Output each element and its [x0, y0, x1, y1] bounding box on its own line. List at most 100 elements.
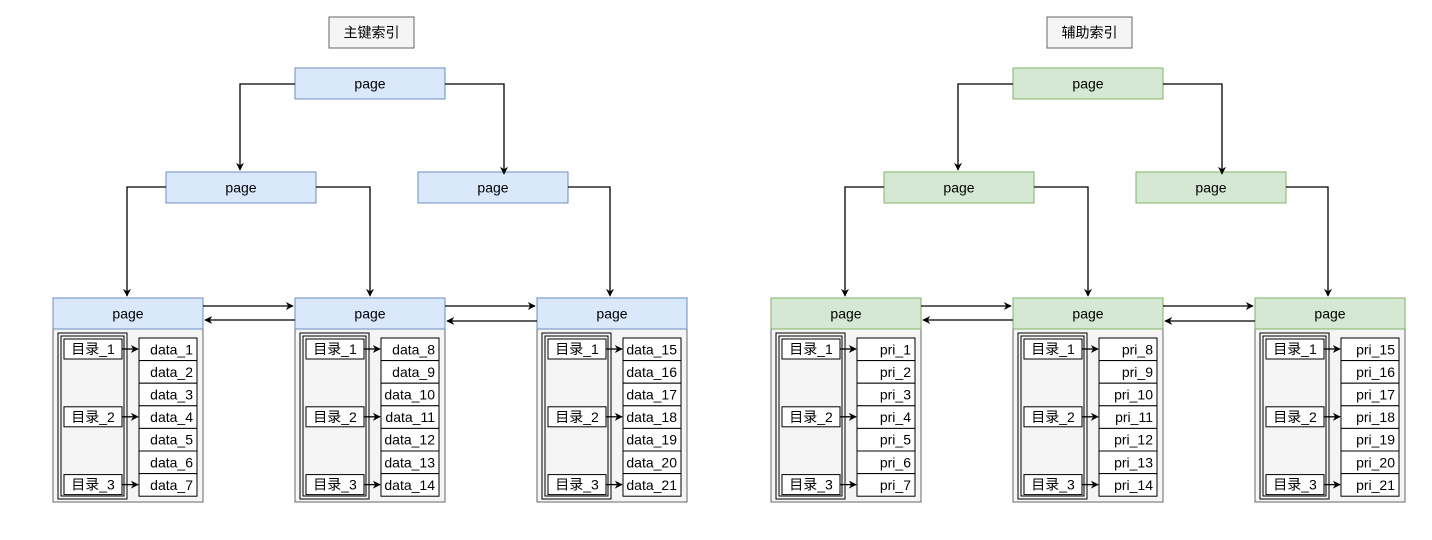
secondary-leaf-header-label-1: page: [830, 306, 861, 322]
secondary-mid-page-label-1: page: [943, 180, 974, 196]
primary-root-page: [294, 67, 446, 100]
secondary-root-page-label: page: [1072, 76, 1103, 92]
primary-leaf-3-cell: [622, 473, 682, 497]
secondary-leaf-2-dir-label: 目录_2: [1031, 409, 1075, 425]
primary-leaf-2-dir-label: 目录_1: [313, 341, 357, 357]
secondary-leaf-2-cell-text: pri_9: [1122, 364, 1153, 380]
secondary-leaf-header-3: [1254, 297, 1406, 330]
primary-root-page-label: page: [354, 76, 385, 92]
primary-title: 主键索引: [344, 25, 400, 41]
secondary-leaf-2-cell-text: pri_13: [1114, 454, 1153, 470]
primary-leaf-page-2: pagedata_8data_9data_10data_11data_12dat…: [294, 297, 446, 503]
primary-leaf-3-dir-label: 目录_3: [555, 477, 599, 493]
secondary-dir-frame-outer-3: [1259, 332, 1330, 500]
primary-leaf-1-cell-text: data_5: [150, 432, 193, 448]
secondary-leaf-2-cell-text: pri_12: [1114, 432, 1153, 448]
secondary-leaf-3-cell-text: pri_18: [1356, 409, 1395, 425]
primary-arrow-mid2-to-leaf3: [568, 186, 614, 297]
primary-leaf-3-dir-label: 目录_1: [555, 341, 599, 357]
primary-leaf-2-cell-text: data_11: [385, 409, 435, 425]
primary-leaf-3-cell-text: data_19: [626, 432, 677, 448]
secondary-leaf-3-cell-text: pri_15: [1356, 341, 1395, 357]
primary-leaf-3-cell-text: data_16: [626, 364, 677, 380]
secondary-arrow-mid1-to-leaf1: [841, 186, 884, 297]
primary-leaf-1-cell-text: data_6: [150, 454, 193, 470]
primary-leaf-3-cell-text: data_21: [626, 477, 677, 493]
primary-leaf-2-dir-label: 目录_2: [313, 409, 357, 425]
secondary-leaf-3-cell-text: pri_17: [1356, 387, 1395, 403]
primary-dir-frame-outer-3: [541, 332, 612, 500]
primary-arrow-mid1-to-leaf2: [316, 186, 374, 297]
primary-dir-frame-inner-2: [302, 335, 367, 497]
secondary-leaf-3-dir-label: 目录_3: [1273, 477, 1317, 493]
secondary-arrow-root-to-mid-2: [1163, 83, 1226, 175]
primary-leaf-header-3: [536, 297, 688, 330]
secondary-arrow-mid2-to-leaf3: [1286, 186, 1332, 297]
primary-mid-page-1: [165, 171, 317, 204]
primary-leaf-3-cell-text: data_15: [626, 341, 677, 357]
primary-leaf-1-cell-text: data_2: [150, 364, 193, 380]
secondary-leaf-2-cell: [1098, 473, 1158, 497]
secondary-leaf-1-cell-text: pri_1: [880, 341, 911, 357]
secondary-root-page: [1012, 67, 1164, 100]
primary-mid-page-label-2: page: [477, 180, 508, 196]
secondary-leaf-2-cell-text: pri_8: [1122, 341, 1153, 357]
primary-leaf-1-cell-text: data_4: [150, 409, 193, 425]
secondary-leaf-1-cell: [856, 473, 916, 497]
primary-leaf-page-3: pagedata_15data_16data_17data_18data_19d…: [536, 297, 688, 503]
primary-leaf-1-cell-text: data_3: [150, 387, 193, 403]
secondary-mid-page-1: [883, 171, 1035, 204]
primary-leaf-2-cell-text: data_12: [384, 432, 435, 448]
secondary-dir-frame-outer-1: [775, 332, 846, 500]
secondary-leaf-1-dir-label: 目录_1: [789, 341, 833, 357]
primary-leaf-2-cell-text: data_13: [384, 454, 435, 470]
secondary-leaf-1-dir-label: 目录_3: [789, 477, 833, 493]
secondary-dir-frame-inner-2: [1020, 335, 1085, 497]
primary-leaf-2-cell: [380, 473, 440, 497]
secondary-leaf-header-1: [770, 297, 922, 330]
primary-dir-frame-outer-1: [57, 332, 128, 500]
secondary-leaf-header-label-3: page: [1314, 306, 1345, 322]
secondary-leaf-header-label-2: page: [1072, 306, 1103, 322]
primary-leaf-3-cell-text: data_20: [626, 454, 677, 470]
primary-leaf-2-cell-text: data_14: [384, 477, 435, 493]
primary-arrow-root-to-mid-2: [445, 83, 508, 175]
secondary-leaf-page-3: pagepri_15pri_16pri_17pri_18pri_19pri_20…: [1254, 297, 1406, 503]
primary-dir-frame-inner-3: [544, 335, 609, 497]
secondary-leaf-1-cell-text: pri_2: [880, 364, 911, 380]
secondary-leaf-3-cell-text: pri_19: [1356, 432, 1395, 448]
primary-leaf-1-dir-label: 目录_2: [71, 409, 115, 425]
secondary-leaf-2-cell-text: pri_10: [1114, 387, 1153, 403]
primary-leaf-1-cell: [138, 473, 198, 497]
secondary-leaf-3-dir-label: 目录_1: [1273, 341, 1317, 357]
primary-leaf-1-cell-text: data_7: [150, 477, 193, 493]
secondary-leaf-2-dir-label: 目录_1: [1031, 341, 1075, 357]
secondary-leaf-page-2: page pri_8 pri_9 pri_10 pri_11 pri_12 pri_13pr…: [1012, 297, 1164, 503]
secondary-leaf-2-cell-text: pri_14: [1114, 477, 1153, 493]
primary-leaf-1-dir-label: 目录_1: [71, 341, 115, 357]
secondary-leaf-1-dir-label: 目录_2: [789, 409, 833, 425]
secondary-leaf-1-cell-text: pri_7: [880, 477, 911, 493]
primary-leaf-page-1: pagedata_1data_2data_3data_4data_5data_6…: [52, 297, 204, 503]
primary-leaf-2-cell-text: data_10: [384, 387, 435, 403]
primary-leaf-header-label-1: page: [112, 306, 143, 322]
secondary-leaf-3-dir-label: 目录_2: [1273, 409, 1317, 425]
primary-leaf-2-cell-text: data_9: [392, 364, 435, 380]
secondary-dir-frame-inner-3: [1262, 335, 1327, 497]
primary-leaf-3-cell-text: data_18: [626, 409, 677, 425]
secondary-dir-frame-outer-2: [1017, 332, 1088, 500]
primary-title-box: [328, 16, 415, 49]
primary-leaf-3-dir-label: 目录_2: [555, 409, 599, 425]
primary-dir-frame-inner-1: [60, 335, 125, 497]
secondary-leaf-2-cell-text: pri_11: [1115, 409, 1153, 425]
primary-leaf-1-dir-label: 目录_3: [71, 477, 115, 493]
secondary-arrow-root-to-mid-1: [954, 83, 1013, 171]
secondary-leaf-2-dir-label: 目录_3: [1031, 477, 1075, 493]
primary-arrow-root-to-mid-1: [236, 83, 295, 171]
secondary-mid-page-label-2: page: [1195, 180, 1226, 196]
secondary-dir-frame-inner-1: [778, 335, 843, 497]
secondary-leaf-1-cell-text: pri_6: [880, 454, 911, 470]
